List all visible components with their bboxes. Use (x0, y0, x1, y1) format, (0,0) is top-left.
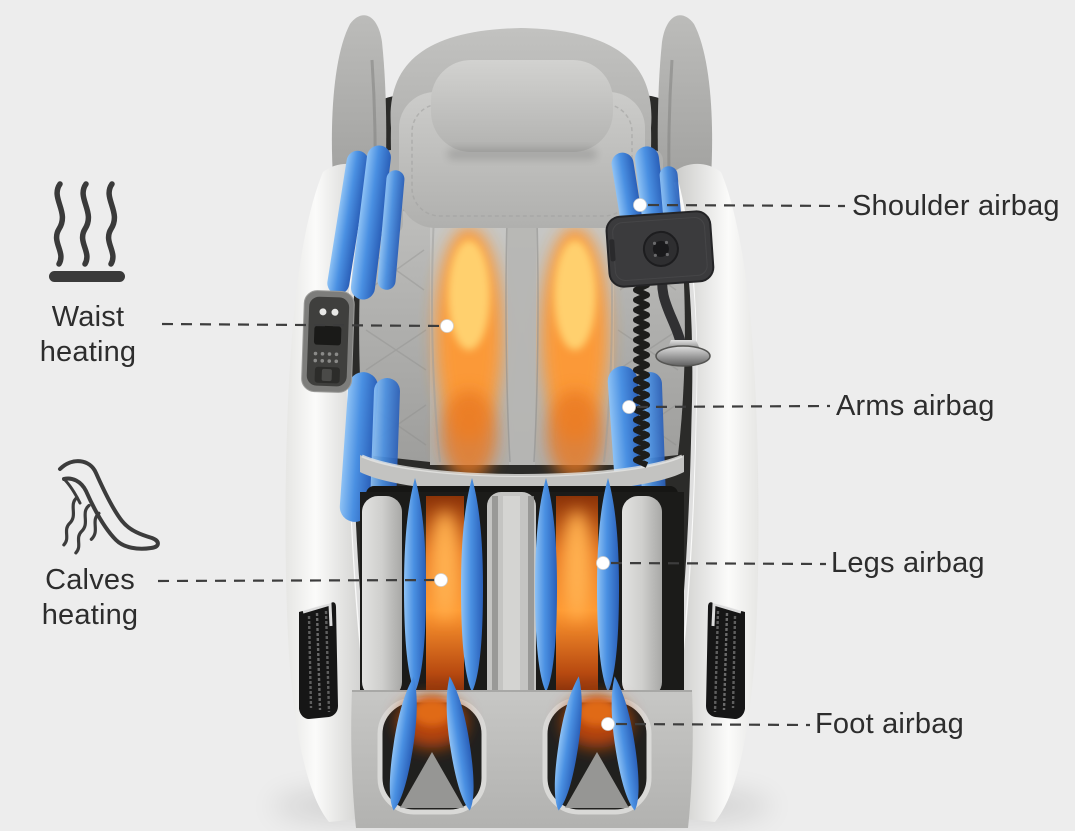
label-calves-heating: Calves heating (41, 564, 139, 631)
heat-waves-icon (49, 181, 125, 282)
label-shoulder-airbag: Shoulder airbag (852, 190, 1060, 222)
knee-pad-left (362, 496, 402, 698)
knee-pad-right (622, 496, 662, 698)
leg-heat-icon (58, 459, 160, 555)
foot-well-right (542, 675, 652, 815)
leader-dot-calves-heating (434, 573, 448, 587)
stand-base (655, 345, 711, 367)
arm-airbag-left (339, 372, 400, 522)
leader-line-legs-airbag (610, 561, 827, 566)
leader-line-shoulder-airbag (647, 203, 846, 208)
foot-massager-section (351, 675, 693, 828)
leader-dot-waist-heating (440, 319, 454, 333)
leader-dot-shoulder-airbag (633, 198, 647, 212)
foot-well-left (377, 675, 487, 815)
label-foot-airbag: Foot airbag (815, 708, 964, 740)
label-legs-airbag: Legs airbag (831, 547, 985, 579)
leader-line-arms-airbag (636, 404, 831, 409)
shoulder-airbag-left (327, 145, 405, 300)
leader-dot-legs-airbag (596, 556, 610, 570)
leader-dot-foot-airbag (601, 717, 615, 731)
leader-dot-arms-airbag (622, 400, 636, 414)
waist-heating-glow (435, 227, 609, 480)
leader-line-waist-heating (161, 322, 448, 328)
leader-line-foot-airbag (615, 722, 811, 727)
label-arms-airbag: Arms airbag (836, 390, 995, 422)
label-waist-heating: Waist heating (39, 301, 137, 368)
armrest-control-panel (301, 290, 355, 393)
leader-line-calves-heating (157, 578, 442, 583)
calf-heating-glow (426, 496, 598, 704)
controller-tablet[interactable] (605, 210, 715, 288)
controller-assembly (605, 210, 715, 468)
leg-massager-section (360, 478, 684, 707)
